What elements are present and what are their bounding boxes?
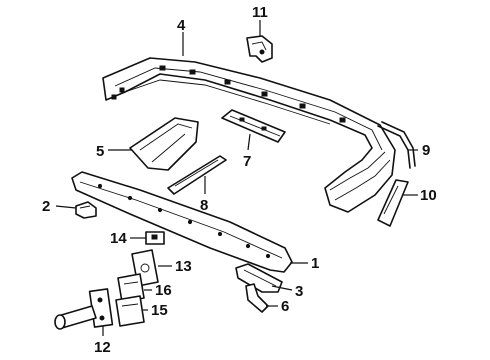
callout-15: 15 — [151, 302, 168, 319]
callout-16: 16 — [155, 282, 172, 299]
callout-labels: 4 11 5 7 8 9 10 2 1 3 6 14 13 16 15 12 — [42, 4, 437, 356]
callout-6: 6 — [281, 298, 289, 315]
clip-2-part — [75, 201, 97, 219]
callout-4: 4 — [177, 17, 186, 34]
plate-14-part — [145, 231, 165, 245]
callout-10: 10 — [420, 187, 437, 204]
spacer-16-part — [117, 273, 145, 303]
absorber-bracket-5-part — [129, 117, 199, 171]
callout-14: 14 — [110, 230, 127, 247]
strip-8-part — [167, 155, 227, 195]
leader-lines — [55, 20, 418, 336]
callout-3: 3 — [295, 283, 303, 300]
callout-7: 7 — [243, 153, 251, 170]
bracket-11-part — [246, 35, 273, 63]
block-15-part — [115, 295, 145, 327]
absorber-12-part — [54, 288, 114, 330]
bumper-cover-part — [102, 57, 396, 213]
callout-2: 2 — [42, 198, 50, 215]
callout-5: 5 — [96, 143, 104, 160]
callout-11: 11 — [252, 4, 268, 21]
callout-1: 1 — [311, 255, 319, 272]
bracket-3-part — [235, 263, 283, 293]
impact-bar-1-part — [71, 171, 293, 273]
callout-13: 13 — [175, 258, 192, 275]
rail-7-part — [221, 109, 286, 143]
reflector-10-part — [377, 179, 409, 227]
molding-9-part — [377, 121, 416, 169]
callout-9: 9 — [422, 142, 430, 159]
callout-8: 8 — [200, 197, 208, 214]
callout-12: 12 — [94, 339, 111, 356]
